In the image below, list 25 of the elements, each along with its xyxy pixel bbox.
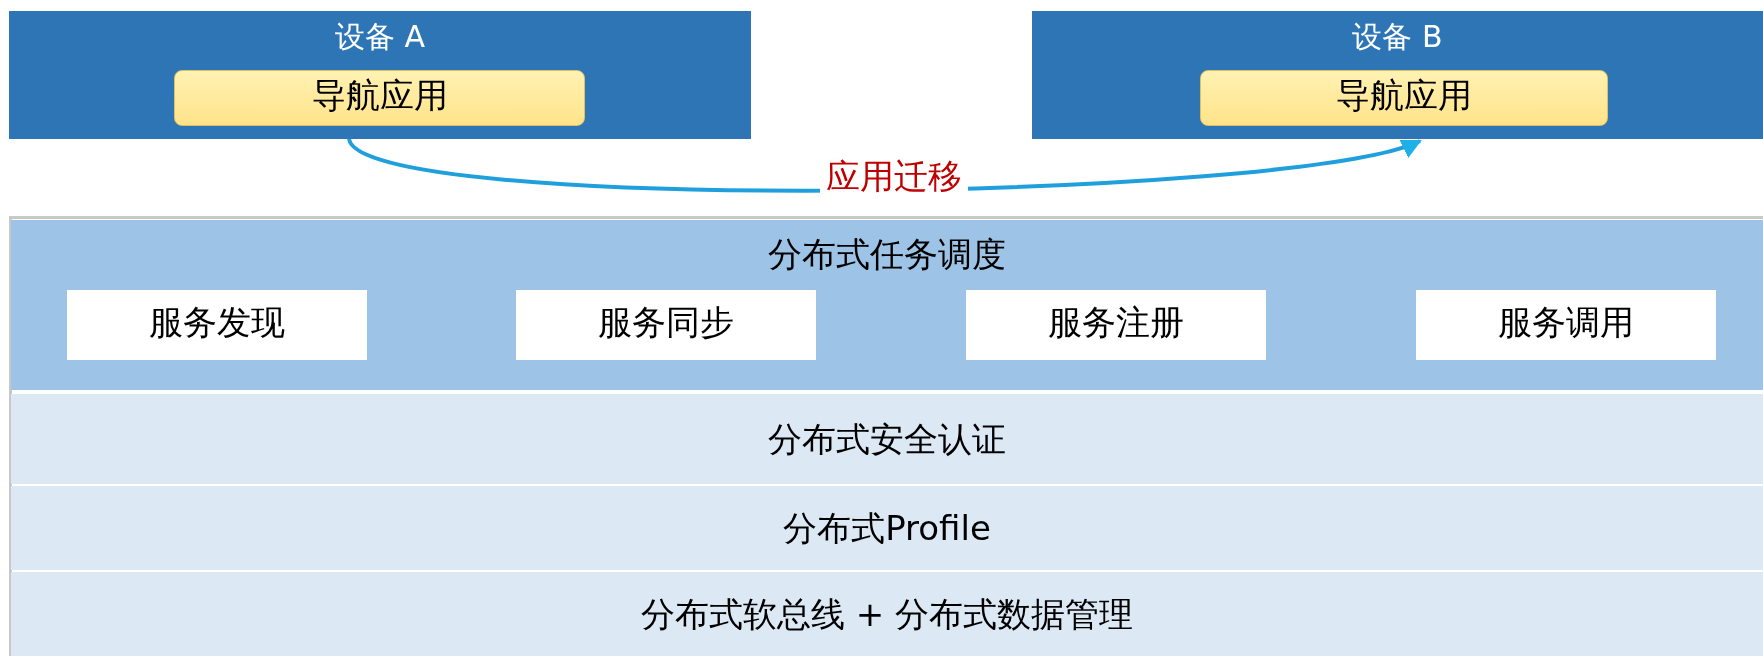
service-box <box>1416 290 1716 360</box>
box-label: 导航应用 <box>311 75 448 115</box>
layer-band <box>11 220 1763 390</box>
box-label: 设备 A <box>334 19 426 54</box>
edge-label: 应用迁移 <box>820 158 968 196</box>
box-label: 导航应用 <box>1336 75 1472 115</box>
box-label: 服务注册 <box>1048 302 1184 342</box>
layer-band <box>11 572 1763 656</box>
service-box <box>516 290 816 360</box>
box-label: 设备 B <box>1352 19 1443 54</box>
service-box <box>966 290 1266 360</box>
app-box <box>174 70 585 126</box>
box-label: 分布式软总线 + 分布式数据管理 <box>640 593 1134 634</box>
service-box <box>67 290 367 360</box>
device-box <box>9 11 751 139</box>
layer-band <box>11 394 1763 484</box>
box-label: 分布式安全认证 <box>768 418 1006 459</box>
app-box <box>1200 70 1608 126</box>
box-label: 服务同步 <box>598 302 734 342</box>
box-label: 服务调用 <box>1498 302 1634 342</box>
box-label: 服务发现 <box>149 302 285 342</box>
layer-band <box>11 486 1763 570</box>
device-box <box>1032 11 1763 139</box>
box-label: 分布式任务调度 <box>768 234 1006 274</box>
box-label: 分布式Profile <box>783 507 991 548</box>
